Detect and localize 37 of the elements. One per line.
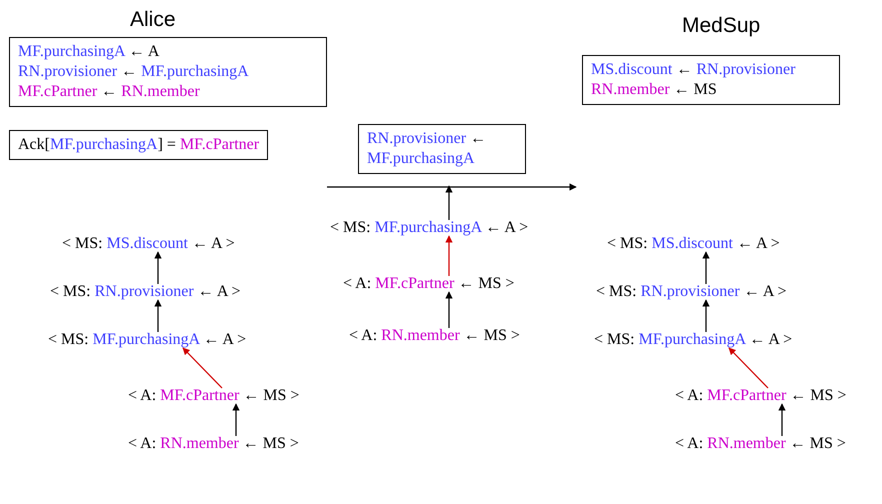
credential-text: < MS: RN.provisioner ← A > (50, 283, 241, 301)
policy-box (358, 124, 526, 174)
arrow (445, 235, 453, 276)
arrow (232, 403, 240, 436)
arrow (154, 299, 162, 332)
credential-text: < A: RN.member ← MS > (349, 327, 520, 345)
credential-text: < A: RN.member ← MS > (128, 435, 299, 453)
credential-text: < A: RN.member ← MS > (675, 435, 846, 453)
arrow (702, 299, 710, 332)
arrow (778, 403, 786, 436)
arrow (182, 347, 222, 388)
credential-text: < MS: MF.purchasingA ← A > (594, 331, 792, 349)
arrow (154, 251, 162, 284)
policy-rule: RN.member ← MS (591, 80, 718, 100)
credential-text: < A: MF.cPartner ← MS > (128, 387, 300, 405)
party-heading: Alice (130, 8, 176, 32)
credential-text: < MS: MS.discount ← A > (62, 235, 235, 253)
credential-text: < MS: MS.discount ← A > (607, 235, 780, 253)
policy-box (9, 130, 268, 160)
policy-box (9, 37, 327, 107)
arrow (702, 251, 710, 284)
policy-rule: RN.provisioner ← MF.purchasingA (367, 129, 488, 169)
policy-box (582, 55, 840, 105)
credential-text: < MS: MF.purchasingA ← A > (48, 331, 246, 349)
policy-rule: MS.discount ← RN.provisioner (591, 60, 796, 80)
credential-text: < A: MF.cPartner ← MS > (343, 275, 514, 293)
credential-text: < MS: RN.provisioner ← A > (596, 283, 787, 301)
arrow (445, 185, 453, 220)
policy-rule: MF.purchasingA ← A (18, 42, 160, 62)
arrow (728, 347, 768, 388)
policy-rule: RN.provisioner ← MF.purchasingA (18, 62, 250, 82)
credential-text: < MS: MF.purchasingA ← A > (330, 219, 528, 237)
credential-text: < A: MF.cPartner ← MS > (675, 387, 846, 405)
arrow (445, 291, 453, 328)
party-heading: MedSup (682, 14, 760, 38)
policy-rule: Ack[MF.purchasingA] = MF.cPartner (18, 135, 260, 155)
policy-rule: MF.cPartner ← RN.member (18, 82, 201, 102)
